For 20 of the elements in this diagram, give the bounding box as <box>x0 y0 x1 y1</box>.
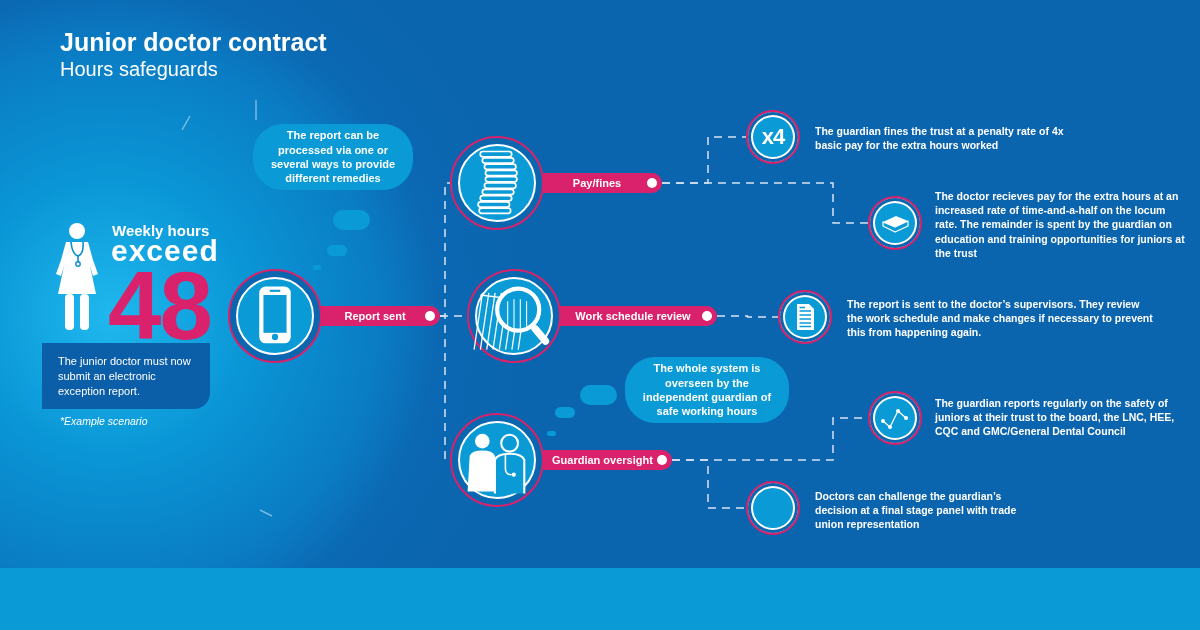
panel-text: The junior doctor must now submit an electronic exception report. <box>58 354 192 400</box>
icon-badge <box>868 196 922 250</box>
description-text: Doctors can challenge the guardian’s decision at a final stage panel with trade union representation <box>815 489 1018 532</box>
icon-badge <box>746 110 800 164</box>
speech-bubble: The report can be processed via one or several ways to provide different remedies <box>253 124 413 190</box>
dashed-connector <box>716 315 779 318</box>
icon-badge <box>868 391 922 445</box>
description-text: The guardian fines the trust at a penalty rate of 4x basic pay for the extra hours worked <box>815 124 1065 153</box>
subtitle: Hours safeguards <box>60 58 218 81</box>
icon-badge <box>746 481 800 535</box>
dashed-connector <box>661 182 869 224</box>
description-text: The report is sent to the doctor’s supervisors. They review the work schedule and make changes if necessary to prevent this from happening again. <box>847 297 1154 340</box>
title: Junior doctor contract <box>60 28 327 57</box>
dashed-connector <box>671 459 747 509</box>
description-text: The guardian reports regularly on the safety of juniors at their trust to the board, the LNC, HEE, CQC and GMC/General Dental Council <box>935 396 1176 439</box>
info-panel <box>42 343 210 409</box>
speech-bubble: The whole system is overseen by the independent guardian of safe working hours <box>625 357 789 423</box>
icon-badge <box>778 290 832 344</box>
description-text: The doctor recieves pay for the extra hours at an increased rate of time-and-a-half on the locum rate. The remainder is spent by the guardian on education and training opportunities for juniors at the trust <box>935 189 1185 260</box>
multiplier-text: x4 <box>761 124 785 150</box>
